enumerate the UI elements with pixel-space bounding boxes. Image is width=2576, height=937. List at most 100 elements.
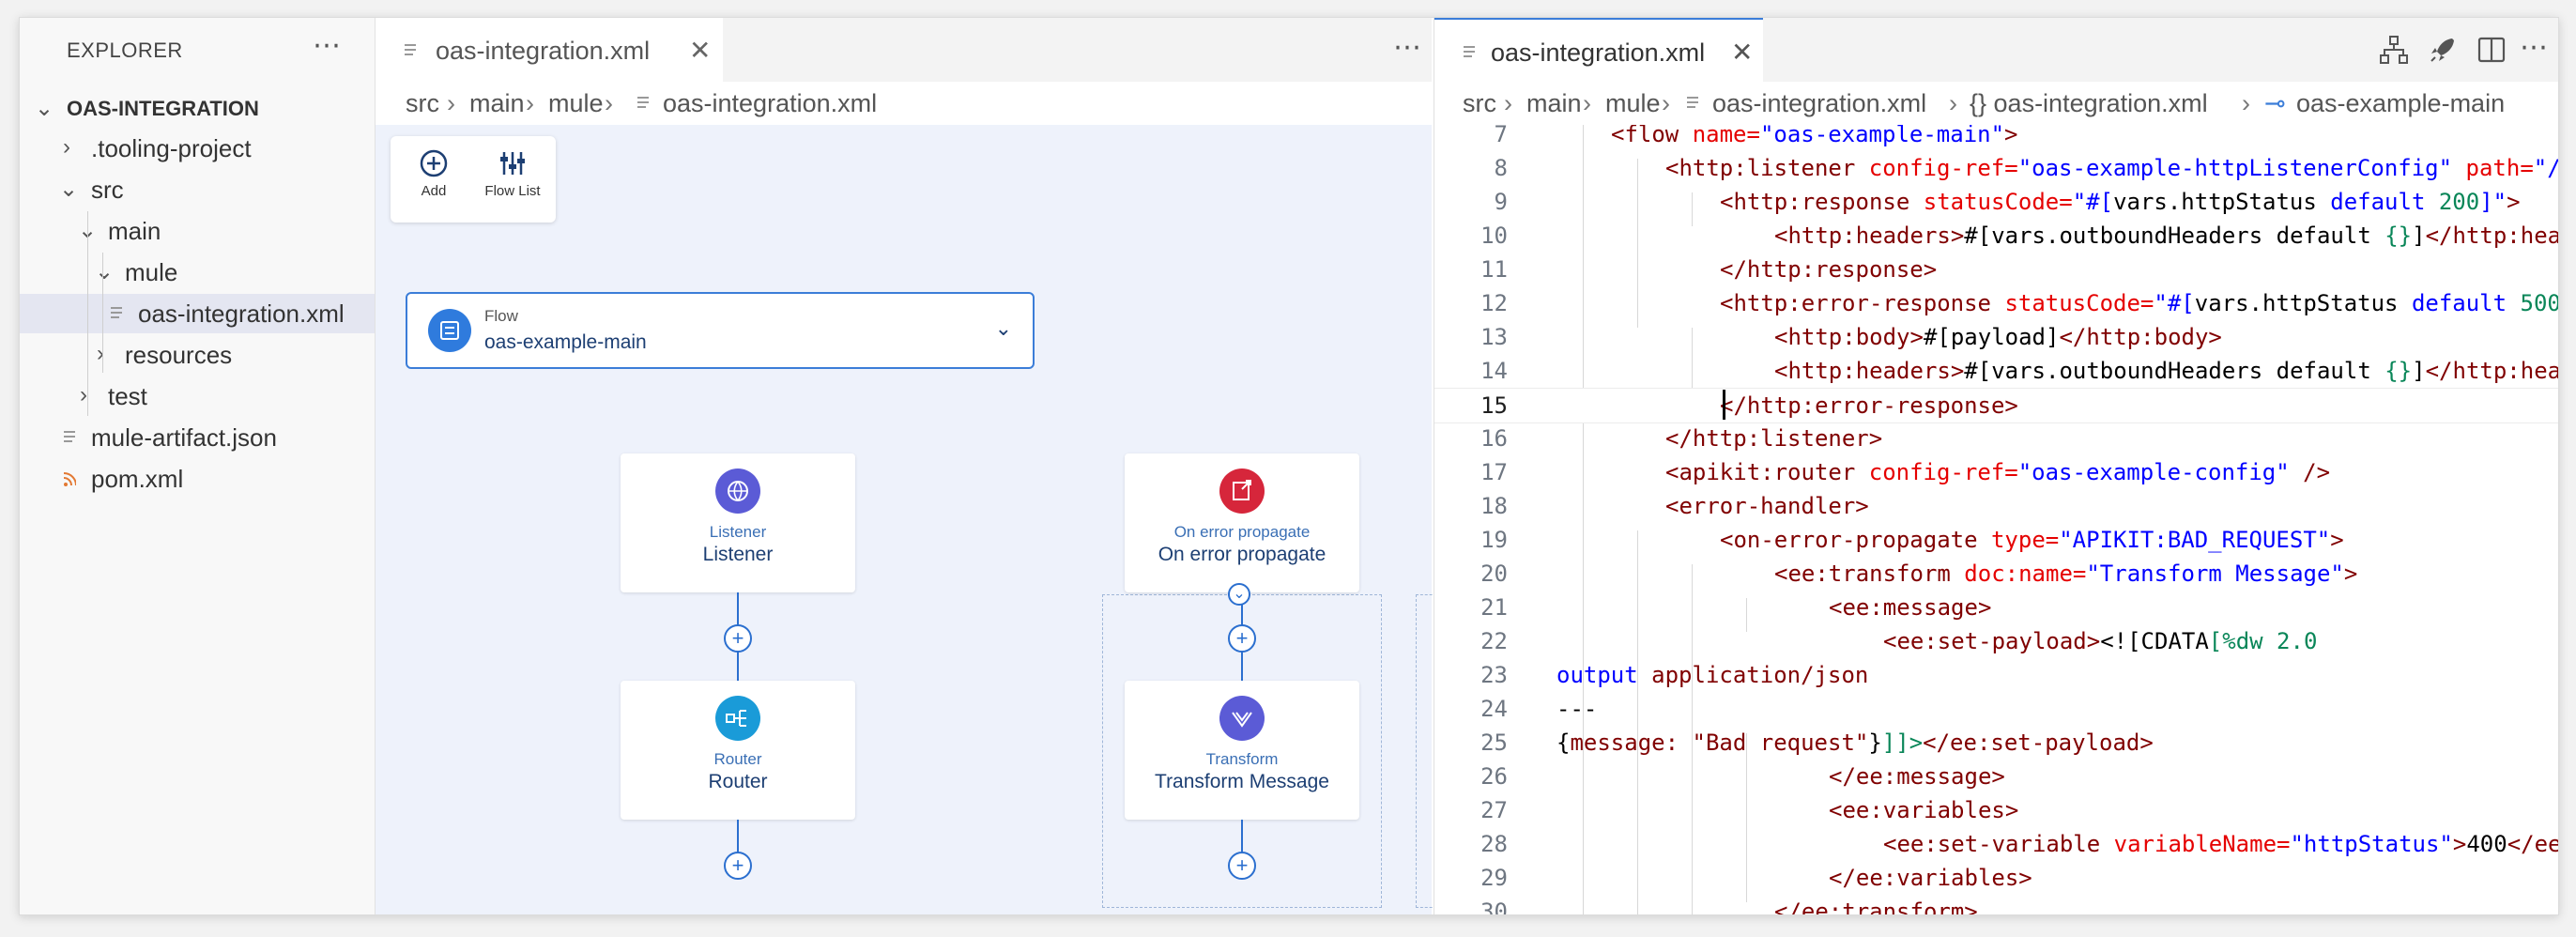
tree-item-resources[interactable]: › resources	[20, 335, 375, 375]
code-token: ]	[2412, 223, 2426, 249]
router-card[interactable]: Router Router	[621, 681, 855, 820]
close-icon[interactable]: ✕	[1731, 38, 1754, 67]
line-number: 28	[1480, 831, 1508, 857]
line-text: <on-error-propagate type="APIKIT:BAD_REQ…	[1720, 527, 2344, 553]
breadcrumb-item[interactable]: main	[469, 89, 525, 117]
tree-item-src[interactable]: ⌄ src	[20, 170, 375, 209]
line-text: <error-handler>	[1665, 493, 1869, 519]
breadcrumb-item[interactable]: main	[1526, 89, 1582, 117]
code-token: name=	[1692, 125, 1760, 147]
add-step-button[interactable]: +	[724, 624, 752, 653]
code-line[interactable]: 28<ee:set-variable variableName="httpSta…	[1434, 827, 2558, 861]
listener-card[interactable]: Listener Listener	[621, 453, 855, 592]
code-line[interactable]: 17<apikit:router config-ref="oas-example…	[1434, 455, 2558, 489]
tree-root-folder[interactable]: ⌄ OAS-INTEGRATION	[20, 87, 375, 127]
chevron-right-icon: ›	[1504, 89, 1512, 117]
tree-item-mule[interactable]: ⌄ mule	[20, 253, 375, 292]
flow-connector	[737, 651, 739, 694]
code-token: #[	[1964, 358, 1992, 384]
file-icon	[1464, 46, 1475, 57]
split-editor-icon[interactable]	[2476, 35, 2507, 65]
code-token: 400	[2466, 831, 2507, 857]
code-line[interactable]: 9<http:response statusCode="#[vars.httpS…	[1434, 185, 2558, 219]
code-line[interactable]: 26</ee:message>	[1434, 760, 2558, 793]
tree-item-label: main	[108, 217, 161, 245]
breadcrumb-item[interactable]: src	[1463, 89, 1496, 117]
tab-oas-integration-xml[interactable]: oas-integration.xml ✕	[1434, 18, 1763, 84]
more-icon[interactable]: ⋯	[2520, 32, 2548, 63]
add-button[interactable]: Add	[396, 149, 471, 199]
code-line[interactable]: 12<http:error-response statusCode="#[var…	[1434, 286, 2558, 320]
on-error-propagate-card[interactable]: On error propagate On error propagate	[1125, 453, 1359, 592]
code-line[interactable]: 22<ee:set-payload><![CDATA[%dw 2.0	[1434, 624, 2558, 658]
flow-connector	[737, 820, 739, 863]
breadcrumb-item[interactable]: {} oas-integration.xml	[1970, 89, 2208, 117]
breadcrumb-item[interactable]: oas-integration.xml	[663, 89, 878, 117]
indent-guide	[1692, 564, 1693, 914]
code-line[interactable]: 16</http:listener>	[1434, 422, 2558, 455]
breadcrumb-item[interactable]: src	[406, 89, 439, 117]
chevron-down-icon[interactable]: ⌄	[1228, 583, 1250, 606]
more-icon[interactable]: ⋯	[1393, 32, 1421, 63]
breadcrumb-item[interactable]: mule	[548, 89, 604, 117]
code-line[interactable]: 20<ee:transform doc:name="Transform Mess…	[1434, 557, 2558, 591]
breadcrumb-item[interactable]: mule	[1605, 89, 1661, 117]
card-name: Listener	[702, 544, 774, 565]
tab-oas-integration-xml[interactable]: oas-integration.xml ✕	[376, 18, 723, 82]
flow-header[interactable]: Flow oas-example-main ⌄	[406, 292, 1035, 369]
code-line[interactable]: 29</ee:variables>	[1434, 861, 2558, 895]
code-line[interactable]: 21<ee:message>	[1434, 591, 2558, 624]
code-line[interactable]: 25{message: "Bad request"}]]></ee:set-pa…	[1434, 726, 2558, 760]
code-line[interactable]: 13<http:body>#[payload]</http:body>	[1434, 320, 2558, 354]
code-line[interactable]: 30</ee:transform>	[1434, 895, 2558, 914]
code-token: {}	[2384, 223, 2413, 249]
transform-card[interactable]: Transform Transform Message	[1125, 681, 1359, 820]
tree-item-oas-integration-xml[interactable]: oas-integration.xml	[20, 294, 375, 333]
code-token: 200	[2438, 189, 2480, 215]
code-token: ]	[2412, 358, 2426, 384]
tree-item-main[interactable]: ⌄ main	[20, 211, 375, 251]
line-text: <ee:variables>	[1829, 797, 2018, 823]
add-step-button[interactable]: +	[724, 852, 752, 880]
code-token: "oas-example-httpListenerConfig"	[2017, 155, 2466, 181]
flow-type-label: Flow	[484, 307, 518, 325]
code-line[interactable]: 19<on-error-propagate type="APIKIT:BAD_R…	[1434, 523, 2558, 557]
add-step-button[interactable]: +	[1228, 624, 1256, 653]
flow-canvas[interactable]: Add Flow List Flow	[376, 125, 1476, 914]
close-icon[interactable]: ✕	[689, 36, 712, 65]
add-step-button[interactable]: +	[1228, 852, 1256, 880]
code-line[interactable]: 27<ee:variables>	[1434, 793, 2558, 827]
breadcrumb-item[interactable]: oas-example-main	[2296, 89, 2506, 117]
rocket-icon[interactable]	[2428, 35, 2458, 65]
code-token: <http:response	[1720, 189, 1924, 215]
tree-item-label: pom.xml	[91, 465, 184, 493]
ide-window: EXPLORER ⋯ ⌄ OAS-INTEGRATION › .tooling-…	[19, 17, 2559, 915]
rss-icon	[63, 472, 76, 486]
chevron-down-icon[interactable]: ⌄	[994, 316, 1012, 340]
code-line[interactable]: 15</http:error-response>	[1434, 388, 2558, 423]
tree-item-pom-xml[interactable]: pom.xml	[20, 459, 375, 499]
tree-item-tooling-project[interactable]: › .tooling-project	[20, 129, 375, 168]
breadcrumb-item[interactable]: oas-integration.xml	[1712, 89, 1927, 117]
code-token: vars.httpStatus	[2113, 189, 2331, 215]
hierarchy-icon[interactable]	[2379, 35, 2409, 65]
code-line[interactable]: 10<http:headers>#[vars.outboundHeaders d…	[1434, 219, 2558, 253]
code-editor: oas-integration.xml ✕ ⋯ src ›	[1434, 18, 2558, 914]
flow-list-button[interactable]: Flow List	[475, 149, 550, 199]
code-token: config-ref=	[1868, 155, 2018, 181]
flow-connector	[737, 592, 739, 636]
code-line[interactable]: 18<error-handler>	[1434, 489, 2558, 523]
line-text: </http:error-response>	[1720, 392, 2018, 419]
code-line[interactable]: 7<flow name="oas-example-main">	[1434, 125, 2558, 151]
code-token: output	[1556, 662, 1652, 688]
tree-item-mule-artifact-json[interactable]: mule-artifact.json	[20, 418, 375, 457]
code-line[interactable]: 14<http:headers>#[vars.outboundHeaders d…	[1434, 354, 2558, 388]
tree-item-test[interactable]: › test	[20, 376, 375, 416]
more-icon[interactable]: ⋯	[313, 30, 341, 61]
code-token: </http:response>	[1720, 256, 1938, 283]
code-line[interactable]: 11</http:response>	[1434, 253, 2558, 286]
code-area[interactable]: 7<flow name="oas-example-main">8<http:li…	[1434, 125, 2558, 914]
code-line[interactable]: 24---	[1434, 692, 2558, 726]
code-line[interactable]: 8<http:listener config-ref="oas-example-…	[1434, 151, 2558, 185]
